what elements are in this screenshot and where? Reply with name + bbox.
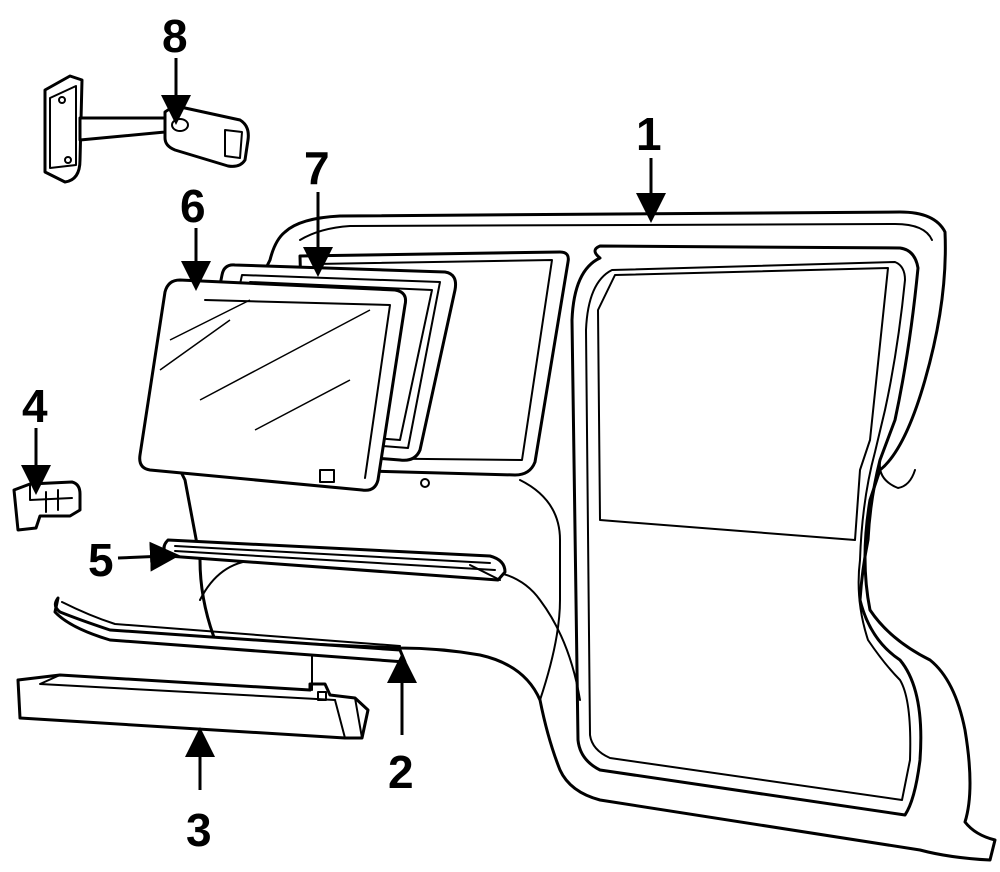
clip-part-4 bbox=[12, 480, 82, 532]
callout-4: 4 bbox=[22, 380, 48, 432]
leader-5 bbox=[117, 541, 180, 572]
callout-2: 2 bbox=[388, 746, 414, 798]
hinge-part-8 bbox=[43, 74, 250, 184]
step-part-3 bbox=[16, 654, 370, 740]
callout-6: 6 bbox=[180, 180, 206, 232]
callouts: 1 2 3 4 5 6 7 8 bbox=[22, 10, 662, 856]
callout-7: 7 bbox=[304, 142, 330, 194]
callout-3: 3 bbox=[186, 804, 212, 856]
molding-part-2 bbox=[53, 596, 407, 664]
glass-panel-part-6 bbox=[138, 278, 407, 492]
callout-8: 8 bbox=[162, 10, 188, 62]
callout-5: 5 bbox=[88, 534, 114, 586]
callout-1: 1 bbox=[636, 108, 662, 160]
leader-lines bbox=[21, 58, 666, 790]
